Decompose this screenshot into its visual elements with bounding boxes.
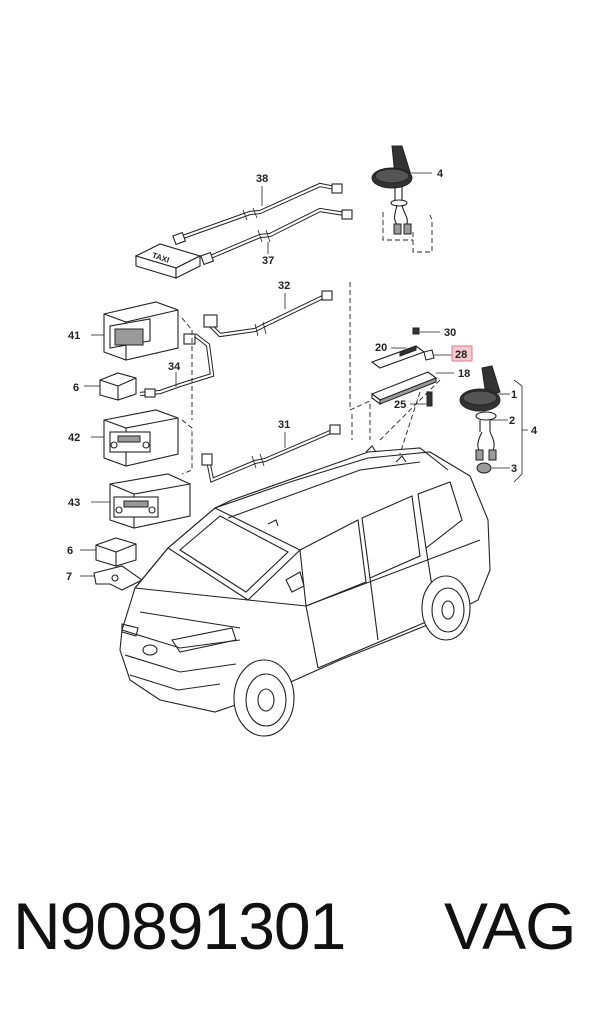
module-6-upper xyxy=(84,372,137,401)
callout-6-lower: 6 xyxy=(67,545,73,557)
callout-7: 7 xyxy=(66,571,72,583)
callout-34: 34 xyxy=(168,361,181,373)
radio-unit-41 xyxy=(91,301,179,361)
cable-37 xyxy=(200,207,353,266)
callout-1: 1 xyxy=(511,389,517,401)
callout-31: 31 xyxy=(278,419,290,431)
radio-unit-42 xyxy=(91,409,179,467)
callout-4-group: 4 xyxy=(531,425,538,437)
roof-dashed-guide xyxy=(349,282,441,461)
antenna-dashed-guide xyxy=(382,212,433,253)
car-illustration xyxy=(119,445,491,737)
callout-28-highlight xyxy=(451,345,473,362)
screw-25 xyxy=(410,391,433,407)
module-6-lower xyxy=(80,537,137,567)
callout-4-top: 4 xyxy=(437,168,444,180)
radio-unit-43 xyxy=(91,473,191,529)
roof-antenna-group xyxy=(459,365,528,483)
cable-34 xyxy=(139,333,215,398)
callout-18: 18 xyxy=(458,368,470,380)
callout-28: 28 xyxy=(455,349,467,361)
callout-37: 37 xyxy=(262,255,274,267)
clip-28 xyxy=(423,349,452,361)
callout-25: 25 xyxy=(394,399,406,411)
callout-38: 38 xyxy=(256,173,268,185)
screw-30 xyxy=(412,327,440,335)
callout-3: 3 xyxy=(511,463,517,475)
callout-30: 30 xyxy=(444,327,456,339)
cable-31 xyxy=(201,424,341,483)
callout-6-upper: 6 xyxy=(73,382,79,394)
radio-group-bracket xyxy=(181,317,193,475)
amplifier-18 xyxy=(370,371,454,406)
callout-43: 43 xyxy=(68,497,80,509)
callout-20: 20 xyxy=(375,342,387,354)
cable-32 xyxy=(203,290,333,338)
roof-antenna-top xyxy=(371,145,432,235)
brand-label: VAG xyxy=(444,889,576,963)
callout-42: 42 xyxy=(68,432,80,444)
part-number: N90891301 xyxy=(13,889,346,963)
cable-38 xyxy=(172,182,343,246)
callout-32: 32 xyxy=(278,280,290,292)
taxi-sign: TAXI xyxy=(134,243,202,279)
callout-2: 2 xyxy=(509,415,515,427)
callout-41: 41 xyxy=(68,330,80,342)
